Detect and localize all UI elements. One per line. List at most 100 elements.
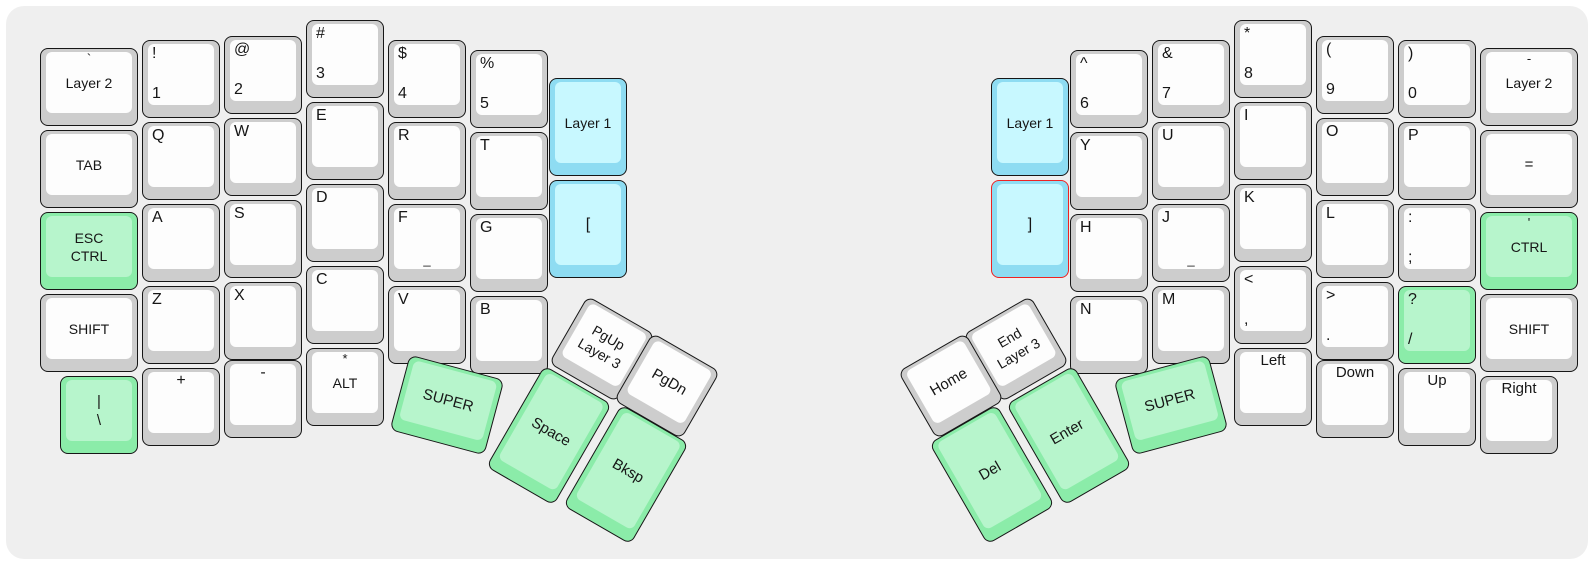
key-i[interactable]: I <box>1234 102 1312 180</box>
key-layer2-left[interactable]: `Layer 2 <box>40 48 138 126</box>
keycap-face <box>1076 218 1142 279</box>
key-h[interactable]: H <box>1070 214 1148 292</box>
keycap-face <box>148 126 214 187</box>
keycap-face <box>1486 380 1552 441</box>
key-semicolon[interactable]: :; <box>1398 204 1476 282</box>
key-p[interactable]: P <box>1398 122 1476 200</box>
keycap-face <box>312 24 378 85</box>
keycap-face <box>1404 290 1470 351</box>
key-r[interactable]: R <box>388 122 466 200</box>
keycap-face <box>46 216 132 277</box>
keycap-face <box>1486 216 1572 277</box>
key-equals[interactable]: = <box>1480 130 1578 208</box>
key-minus-left[interactable]: - <box>224 360 302 438</box>
keycap-face <box>394 44 460 105</box>
keycap-face <box>1404 372 1470 433</box>
key-7[interactable]: &7 <box>1152 40 1230 118</box>
key-c[interactable]: C <box>306 266 384 344</box>
keycap-face <box>230 286 296 347</box>
key-z[interactable]: Z <box>142 286 220 364</box>
key-pipe-backslash[interactable]: | \ <box>60 376 138 454</box>
key-1[interactable]: !1 <box>142 40 220 118</box>
keycap-face <box>1240 106 1306 167</box>
key-left-bracket[interactable]: [ <box>549 180 627 278</box>
key-d[interactable]: D <box>306 184 384 262</box>
key-slash[interactable]: ?/ <box>1398 286 1476 364</box>
key-shift-left[interactable]: SHIFT <box>40 294 138 372</box>
key-period[interactable]: >. <box>1316 282 1394 360</box>
key-t[interactable]: T <box>470 132 548 210</box>
keycap-face <box>1076 136 1142 197</box>
key-9[interactable]: (9 <box>1316 36 1394 114</box>
key-b[interactable]: B <box>470 296 548 374</box>
keycap-face <box>1404 208 1470 269</box>
keycap-face <box>1486 298 1572 359</box>
key-8[interactable]: *8 <box>1234 20 1312 98</box>
key-2[interactable]: @2 <box>224 36 302 114</box>
key-esc-ctrl[interactable]: ESC CTRL <box>40 212 138 290</box>
key-n[interactable]: N <box>1070 296 1148 374</box>
keycap-face <box>230 364 296 425</box>
keycap-face <box>1322 204 1388 265</box>
key-u[interactable]: U <box>1152 122 1230 200</box>
key-layer2-right[interactable]: -Layer 2 <box>1480 48 1578 126</box>
key-plus[interactable]: + <box>142 368 220 446</box>
key-v[interactable]: V <box>388 286 466 364</box>
key-shift-right[interactable]: SHIFT <box>1480 294 1578 372</box>
keycap-face <box>1158 208 1224 269</box>
key-down-arrow[interactable]: Down <box>1316 360 1394 438</box>
keycap-face <box>46 298 132 359</box>
key-right-bracket[interactable]: ] <box>991 180 1069 278</box>
keycap-face <box>476 136 542 197</box>
key-a[interactable]: A <box>142 204 220 282</box>
key-f[interactable]: F_ <box>388 204 466 282</box>
key-w[interactable]: W <box>224 118 302 196</box>
keycap-face <box>1486 134 1572 195</box>
key-right-arrow[interactable]: Right <box>1480 376 1558 454</box>
keycap-face <box>1322 122 1388 183</box>
key-up-arrow[interactable]: Up <box>1398 368 1476 446</box>
key-e[interactable]: E <box>306 102 384 180</box>
key-m[interactable]: M <box>1152 286 1230 364</box>
keycap-face <box>46 134 132 195</box>
key-g[interactable]: G <box>470 214 548 292</box>
key-layer1-right[interactable]: Layer 1 <box>991 78 1069 176</box>
key-j[interactable]: J_ <box>1152 204 1230 282</box>
keycap-face <box>230 204 296 265</box>
key-6[interactable]: ^6 <box>1070 50 1148 128</box>
keycap-face <box>148 44 214 105</box>
key-left-arrow[interactable]: Left <box>1234 348 1312 426</box>
key-4[interactable]: $4 <box>388 40 466 118</box>
keycap-face <box>1486 52 1572 113</box>
keycap-face <box>230 40 296 101</box>
key-tab[interactable]: TAB <box>40 130 138 208</box>
keycap-face <box>312 188 378 249</box>
key-k[interactable]: K <box>1234 184 1312 262</box>
key-quote-ctrl[interactable]: 'CTRL <box>1480 212 1578 290</box>
keycap-face <box>1158 290 1224 351</box>
keycap-face <box>1404 126 1470 187</box>
key-comma[interactable]: <, <box>1234 266 1312 344</box>
key-o[interactable]: O <box>1316 118 1394 196</box>
keycap-face <box>312 106 378 167</box>
keycap-face <box>66 380 132 441</box>
key-l[interactable]: L <box>1316 200 1394 278</box>
keycap-face <box>394 208 460 269</box>
keycap-face <box>555 82 621 163</box>
key-q[interactable]: Q <box>142 122 220 200</box>
keycap-face <box>1322 40 1388 101</box>
key-5[interactable]: %5 <box>470 50 548 128</box>
key-s[interactable]: S <box>224 200 302 278</box>
key-alt[interactable]: *ALT <box>306 348 384 426</box>
keycap-face <box>997 184 1063 265</box>
keycap-face <box>1322 364 1388 425</box>
key-0[interactable]: )0 <box>1398 40 1476 118</box>
key-3[interactable]: #3 <box>306 20 384 98</box>
key-x[interactable]: X <box>224 282 302 360</box>
keycap-face <box>312 352 378 413</box>
keycap-face <box>148 290 214 351</box>
keycap-face <box>312 270 378 331</box>
key-y[interactable]: Y <box>1070 132 1148 210</box>
key-layer1-left[interactable]: Layer 1 <box>549 78 627 176</box>
